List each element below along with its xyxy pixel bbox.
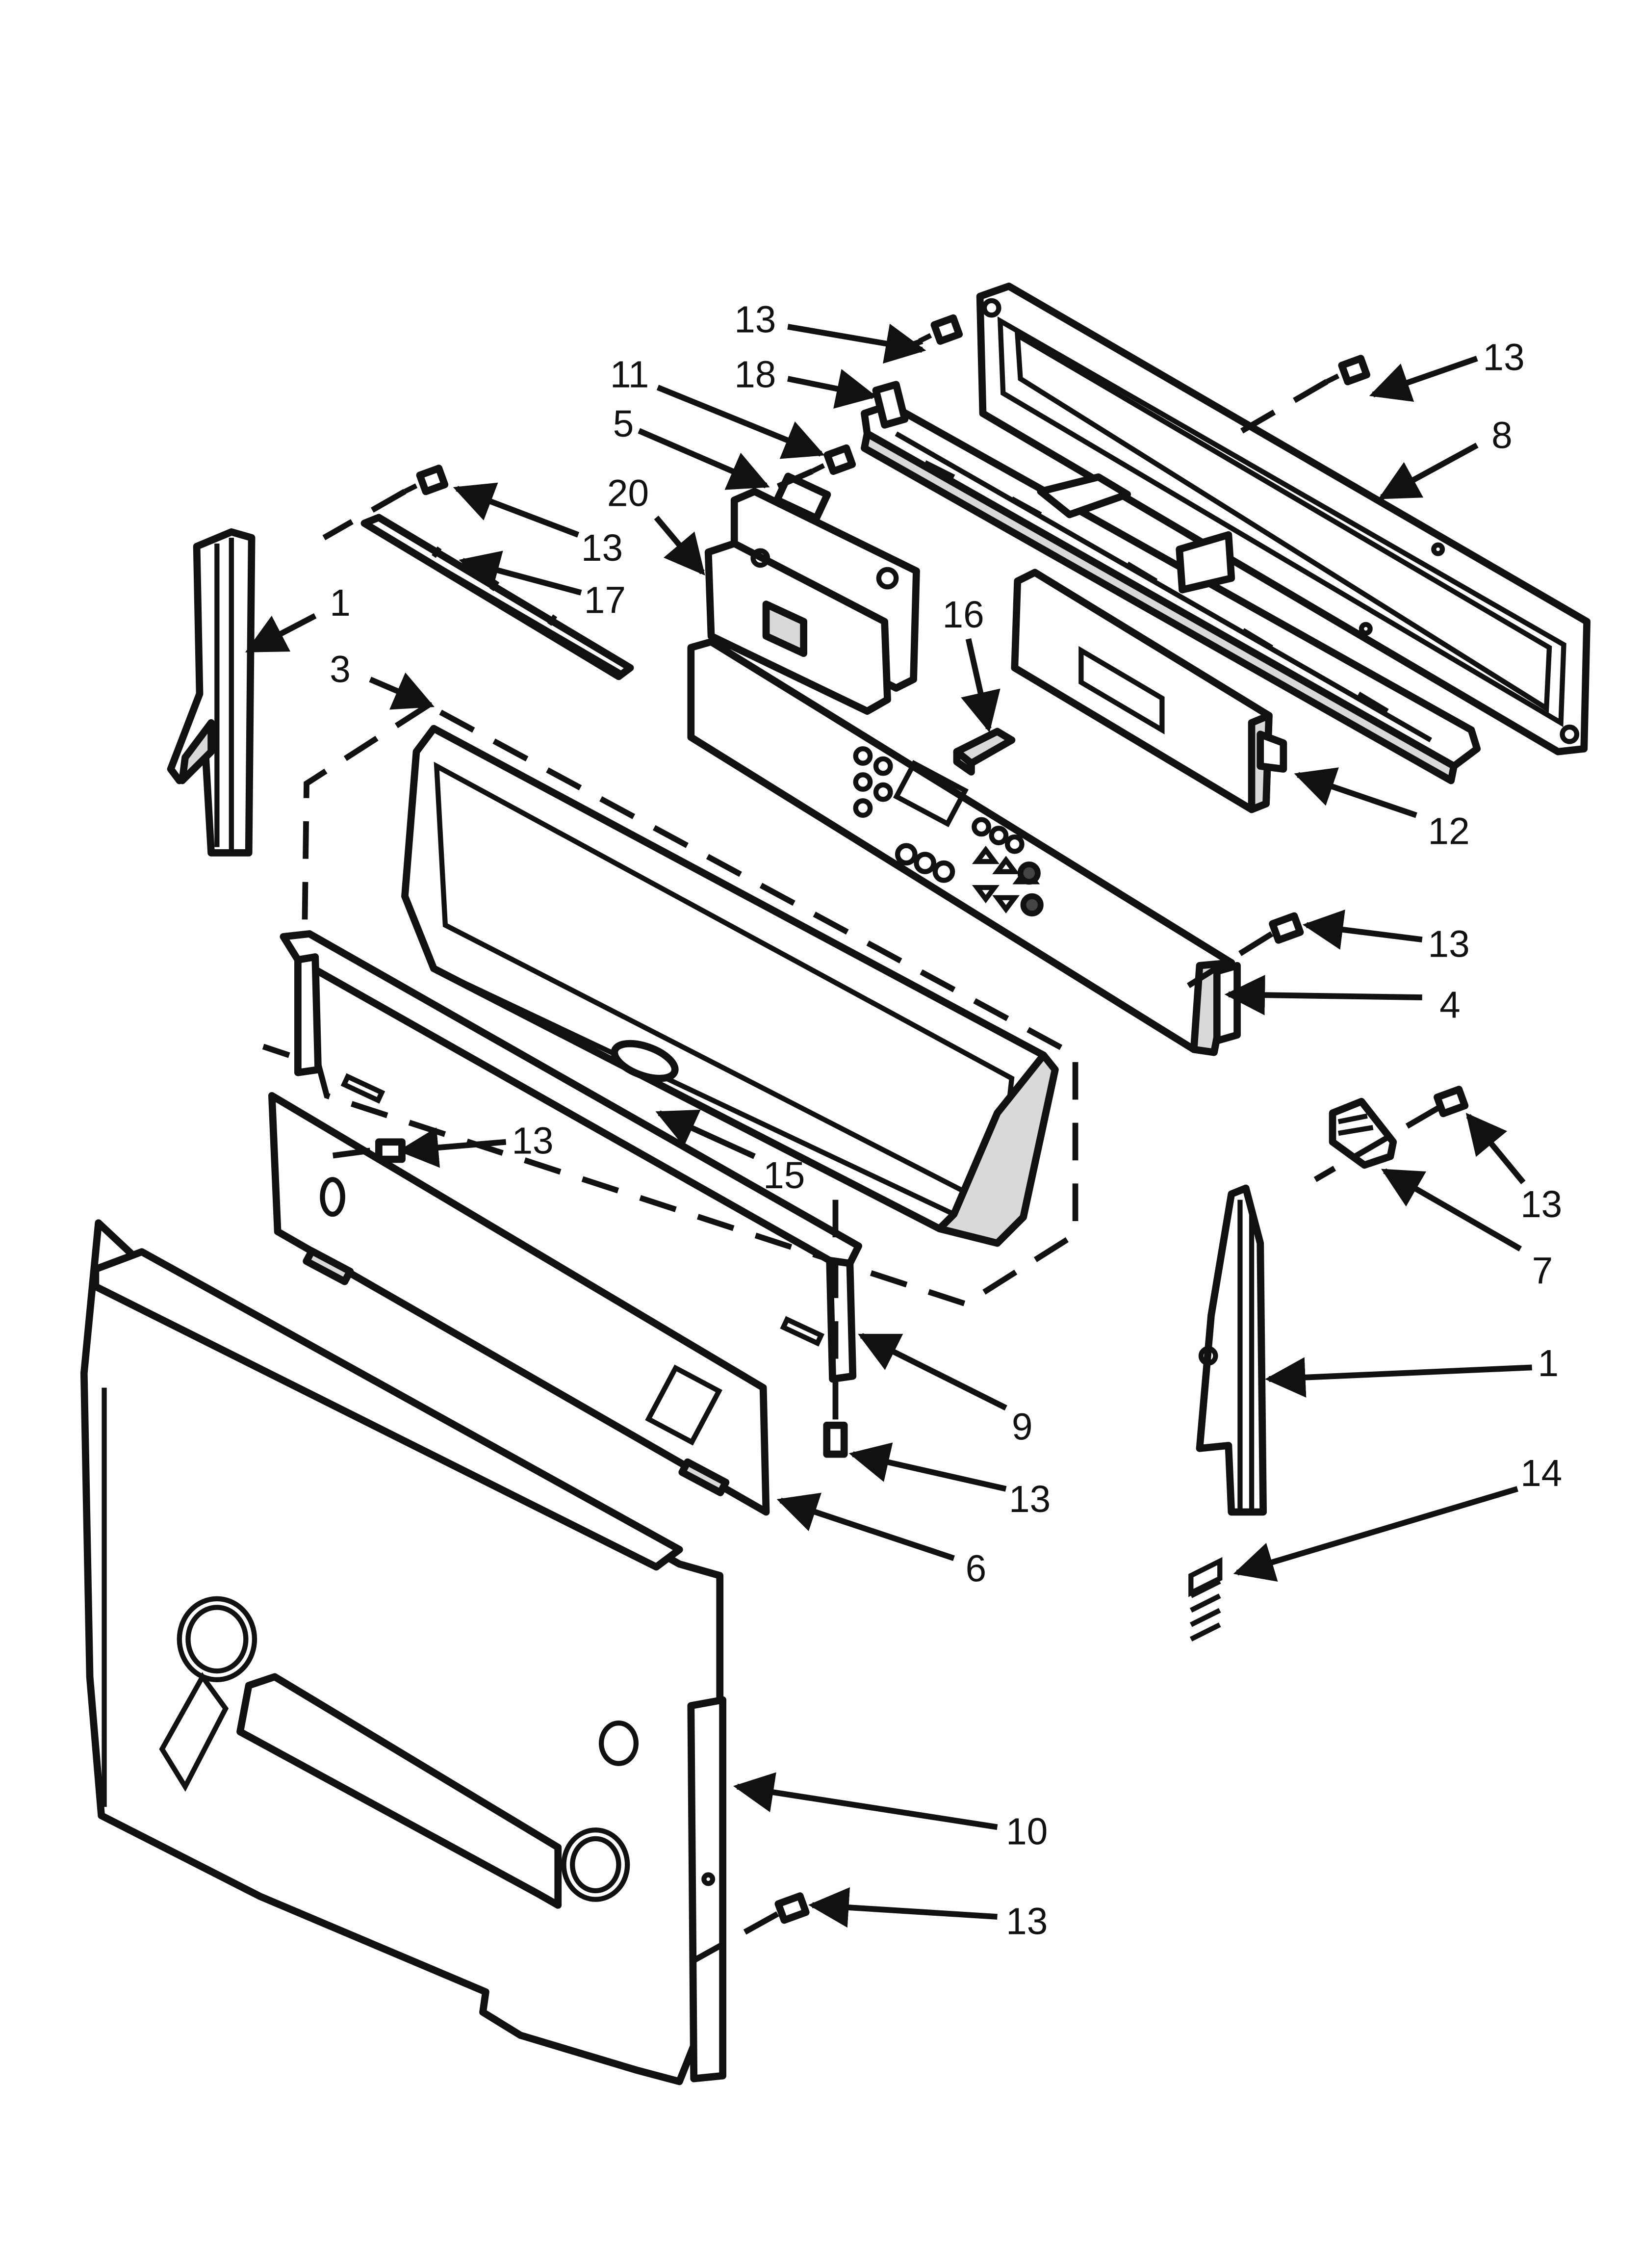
part-channel-18 <box>861 381 1481 784</box>
centerline-9 <box>262 1043 290 1058</box>
centerline-panel-4 <box>1186 931 1274 989</box>
callout-13-panel: 13 <box>1428 924 1470 965</box>
callout-3: 3 <box>330 649 351 691</box>
callout-17: 17 <box>584 579 626 621</box>
part-control-12 <box>1011 569 1287 813</box>
screw-13-right-top <box>1325 355 1371 386</box>
callout-14: 14 <box>1520 1453 1562 1494</box>
callout-12: 12 <box>1428 811 1470 853</box>
callout-4: 4 <box>1439 984 1461 1026</box>
centerline-bottom <box>672 1911 779 1975</box>
part-brace-9 <box>280 930 862 1383</box>
part-panel-4 <box>687 638 1241 1056</box>
callout-13-left: 13 <box>581 527 623 569</box>
part-side-trim-1-right <box>1196 1184 1267 1516</box>
callout-8: 8 <box>1491 415 1513 456</box>
callout-13-right-top: 13 <box>1483 337 1524 378</box>
screw-13-brace <box>823 1421 848 1458</box>
part-clip-7 <box>1329 1097 1397 1169</box>
screw-13-bottom <box>774 1892 810 1924</box>
screw-13-right-4 <box>1269 912 1304 944</box>
part-backpanel-10 <box>80 1219 727 2086</box>
part-console-3 <box>301 702 1078 1307</box>
callout-16: 16 <box>943 594 984 636</box>
callout-15: 15 <box>763 1155 805 1197</box>
callout-20: 20 <box>607 472 649 514</box>
part-frame-8 <box>976 283 1591 756</box>
part-plate-6 <box>268 1092 770 1516</box>
callout-18: 18 <box>734 354 776 396</box>
callout-6: 6 <box>966 1548 987 1590</box>
callout-13-bottom: 13 <box>1006 1901 1048 1942</box>
centerline-screw-11 <box>765 469 814 495</box>
screw-13-top <box>918 314 963 345</box>
callout-13-clip: 13 <box>1520 1184 1562 1225</box>
screw-13-right-mid <box>1434 1086 1469 1118</box>
part-spring-14 <box>1188 1557 1223 1642</box>
callout-13-brace: 13 <box>1009 1479 1051 1520</box>
callout-9: 9 <box>1012 1407 1033 1448</box>
callout-13-top: 13 <box>734 299 776 341</box>
part-bracket-17 <box>360 514 634 680</box>
leaders <box>245 323 1532 1928</box>
callout-5: 5 <box>613 403 634 445</box>
centerline-clip-7 <box>1313 1104 1441 1182</box>
part-clip-16 <box>953 728 1016 776</box>
screw-13-left-top <box>404 465 449 495</box>
callout-13-plate: 13 <box>512 1120 553 1162</box>
centerline-6 <box>326 1147 371 1160</box>
callout-7: 7 <box>1532 1250 1553 1292</box>
screw-11 <box>811 444 856 475</box>
callout-10: 10 <box>1006 1811 1048 1853</box>
part-bracket-20 <box>704 472 920 715</box>
screw-13-plate <box>375 1138 406 1163</box>
callout-1-left: 1 <box>330 582 351 624</box>
centerline-screw-8 <box>1235 379 1329 437</box>
callout-labels: 13 13 18 11 5 8 20 13 1 17 3 16 12 13 4 … <box>330 299 1562 1943</box>
part-side-trim-1-left <box>167 528 256 857</box>
centerline-17 <box>322 489 407 541</box>
callout-11: 11 <box>610 354 649 396</box>
callout-1-right: 1 <box>1538 1343 1559 1384</box>
